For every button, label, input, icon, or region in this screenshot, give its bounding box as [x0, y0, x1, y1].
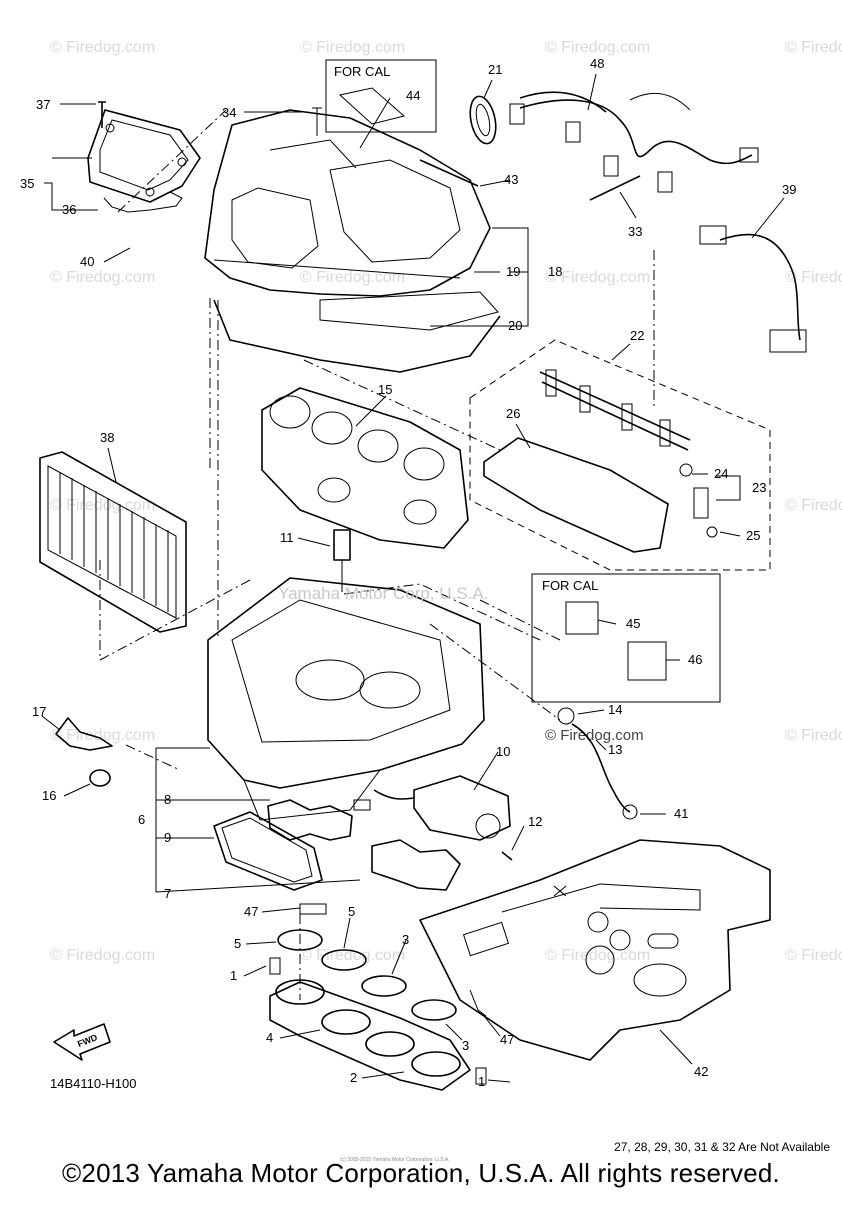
- watermark-text: © Firedog.com: [300, 39, 405, 56]
- callout-numbers: 1 1 2 3 3 4 5 5 6 7 8 9 10 11 12 13 14 1…: [20, 56, 796, 1089]
- watermark-text: © Firedog.com: [300, 269, 405, 286]
- callout-10: 10: [496, 744, 510, 759]
- callout-44: 44: [406, 88, 420, 103]
- callout-34: 34: [222, 105, 236, 120]
- callout-35: 35: [20, 176, 34, 191]
- callout-12: 12: [528, 814, 542, 829]
- watermark-text: © Firedog.com: [545, 947, 650, 964]
- callout-3: 3: [402, 932, 409, 947]
- callout-47: 47: [244, 904, 258, 919]
- callout-42: 42: [694, 1064, 708, 1079]
- watermark-text: © Firedog.com: [785, 497, 842, 514]
- injector-group-outline: [469, 339, 771, 571]
- callout-16: 16: [42, 788, 56, 803]
- lower-air-box: [207, 577, 485, 821]
- rail-cover-26: [483, 437, 669, 553]
- callout-17: 17: [32, 704, 46, 719]
- callout-7: 7: [164, 886, 171, 901]
- upper-air-box: [204, 107, 501, 373]
- callout-40: 40: [80, 254, 94, 269]
- for-cal-label: FOR CAL: [542, 578, 598, 593]
- callout-45: 45: [626, 616, 640, 631]
- callout-5: 5: [234, 936, 241, 951]
- callout-1: 1: [478, 1074, 485, 1089]
- fuel-hose-39: [699, 225, 807, 353]
- callout-21: 21: [488, 62, 502, 77]
- callout-25: 25: [746, 528, 760, 543]
- hose-33: [589, 175, 641, 201]
- callout-23: 23: [752, 480, 766, 495]
- sponge-sheet-42: [419, 839, 771, 1061]
- watermark-text: © Firedog.com: [545, 39, 650, 56]
- availability-note: 27, 28, 29, 30, 31 & 32 Are Not Availabl…: [614, 1140, 830, 1154]
- callout-3: 3: [462, 1038, 469, 1053]
- callout-5: 5: [348, 904, 355, 919]
- callout-24: 24: [714, 466, 728, 481]
- watermark-text: © Firedog.com: [50, 497, 155, 514]
- assembly-lines: [99, 109, 655, 1000]
- watermark-text: © Firedog.com: [50, 947, 155, 964]
- cover-plate-assembly: [87, 101, 201, 213]
- throttle-body-15: [261, 387, 469, 549]
- callout-4: 4: [266, 1030, 273, 1045]
- callout-47: 47: [500, 1032, 514, 1047]
- air-filter-38: [39, 451, 187, 633]
- for-cal-box-middle: FOR CAL: [531, 573, 721, 703]
- callout-20: 20: [508, 318, 522, 333]
- callout-2: 2: [350, 1070, 357, 1085]
- diagram-code: 14B4110-H100: [50, 1076, 137, 1091]
- callout-26: 26: [506, 406, 520, 421]
- callout-11: 11: [280, 530, 294, 545]
- callout-1: 1: [230, 968, 237, 983]
- callout-15: 15: [378, 382, 392, 397]
- gaskets: [213, 799, 461, 891]
- leader-lines: [41, 73, 785, 1083]
- grommet-21: [469, 95, 497, 145]
- watermark-text: © Firedog.com: [785, 39, 842, 56]
- callout-6: 6: [138, 812, 145, 827]
- watermark-text: © Firedog.com: [785, 947, 842, 964]
- watermark-text: © Firedog.com: [545, 269, 650, 286]
- for-cal-label: FOR CAL: [334, 64, 390, 79]
- callout-8: 8: [164, 792, 171, 807]
- footer-copyright: ©2013 Yamaha Motor Corporation, U.S.A. A…: [62, 1158, 780, 1188]
- callout-43: 43: [504, 172, 518, 187]
- callout-19: 19: [506, 264, 520, 279]
- callout-33: 33: [628, 224, 642, 239]
- intake-joints: [269, 903, 487, 1091]
- callout-41: 41: [674, 806, 688, 821]
- wire-harness-48: [509, 91, 759, 193]
- callout-37: 37: [36, 97, 50, 112]
- center-watermark: Yamaha Motor Corp, U.S.A.: [278, 584, 489, 603]
- callout-9: 9: [164, 830, 171, 845]
- watermark-text: © Firedog.com: [50, 39, 155, 56]
- callout-36: 36: [62, 202, 76, 217]
- callout-18: 18: [548, 264, 562, 279]
- watermark-text: © Firedog.com: [50, 727, 155, 744]
- callout-48: 48: [590, 56, 604, 71]
- callout-39: 39: [782, 182, 796, 197]
- hose-13: [557, 707, 638, 820]
- callout-14: 14: [608, 702, 622, 717]
- watermark-layer: © Firedog.com © Firedog.com © Firedog.co…: [50, 39, 842, 964]
- callout-38: 38: [100, 430, 114, 445]
- fwd-arrow-icon: FWD: [53, 1023, 111, 1061]
- callout-22: 22: [630, 328, 644, 343]
- callout-13: 13: [608, 742, 622, 757]
- watermark-text: © Firedog.com: [785, 727, 842, 744]
- tiny-copyright: (c) 2005-2015 Yamaha Motor Corporation, …: [340, 1157, 450, 1163]
- idle-control-10: [353, 775, 513, 861]
- watermark-text: © Firedog.com: [300, 947, 405, 964]
- callout-46: 46: [688, 652, 702, 667]
- watermark-text: © Firedog.com: [785, 269, 842, 286]
- fuel-rail-22: [539, 369, 718, 538]
- small-parts: [55, 717, 113, 787]
- sensor-43: [419, 159, 479, 187]
- watermark-text: © Firedog.com: [545, 727, 644, 744]
- watermark-text: © Firedog.com: [50, 269, 155, 286]
- sensor-11: [333, 529, 351, 592]
